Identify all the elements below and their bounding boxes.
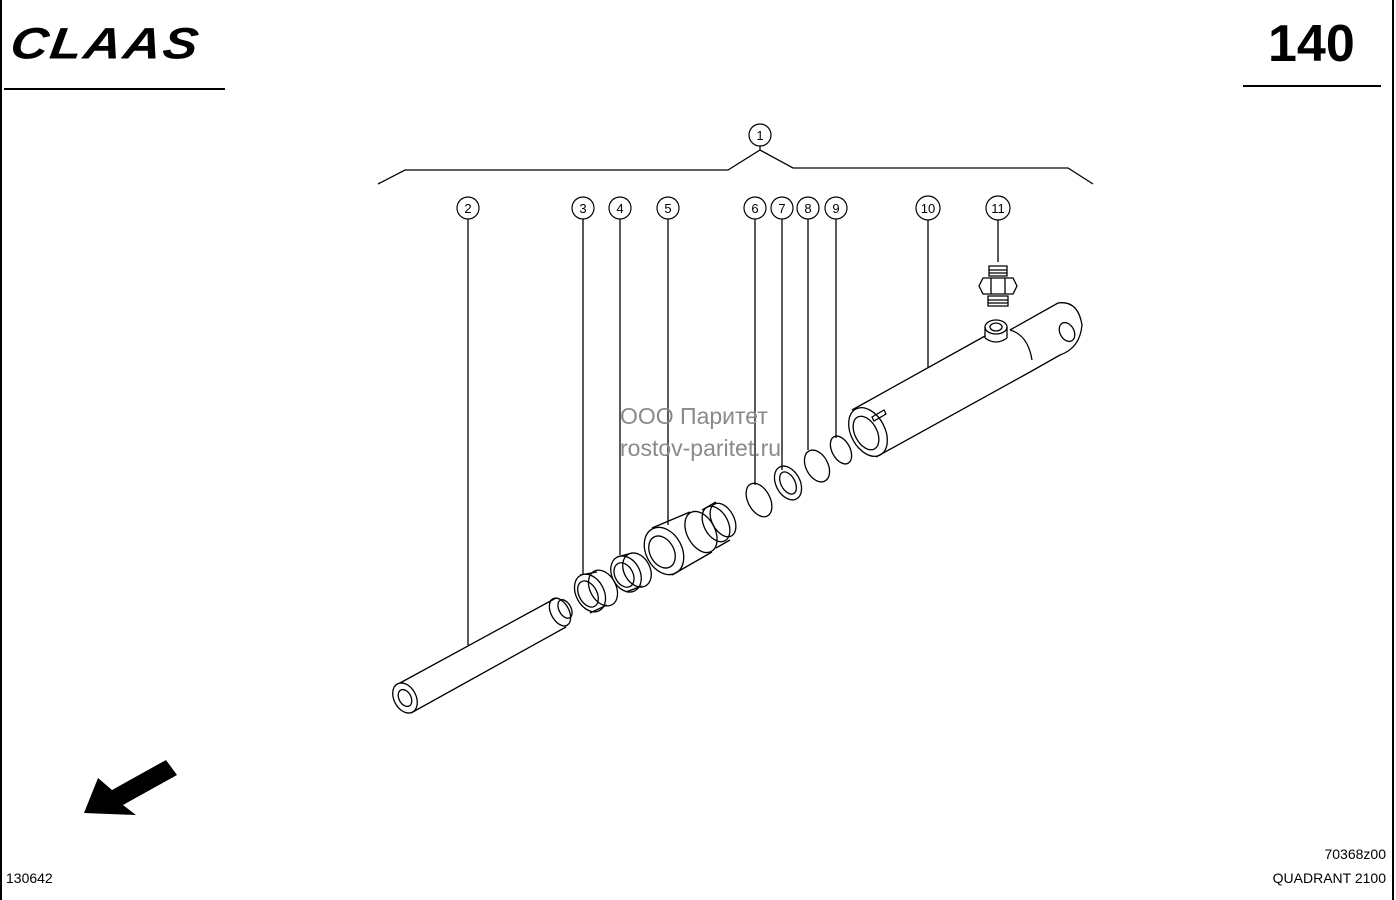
logo-underline bbox=[4, 88, 225, 90]
frame-right-border bbox=[1392, 0, 1394, 900]
arrow-down-left-icon bbox=[84, 760, 177, 815]
callout-label-2: 2 bbox=[464, 201, 471, 216]
callout-circle-3 bbox=[571, 196, 595, 220]
callout-label-1: 1 bbox=[756, 128, 763, 143]
page-number-underline bbox=[1243, 85, 1381, 87]
diagram-code: 70368z00 bbox=[1324, 846, 1386, 862]
callout-label-4: 4 bbox=[616, 201, 623, 216]
seal-part-7 bbox=[773, 465, 803, 501]
callout-circle-11 bbox=[985, 195, 1011, 221]
callout-label-11: 11 bbox=[991, 201, 1005, 216]
drawing-number: 130642 bbox=[6, 870, 53, 886]
callout-label-7: 7 bbox=[778, 201, 785, 216]
ring-part-3 bbox=[573, 569, 619, 614]
callout-circle-9 bbox=[824, 196, 848, 220]
watermark-company: ООО Паритет bbox=[620, 403, 768, 429]
o-ring-part-9 bbox=[829, 435, 853, 465]
o-ring-part-6 bbox=[745, 482, 773, 518]
o-ring-part-8 bbox=[803, 449, 831, 483]
callout-label-5: 5 bbox=[664, 201, 671, 216]
model-name: QUADRANT 2100 bbox=[1272, 870, 1386, 886]
page-number: 140 bbox=[1268, 15, 1355, 73]
callout-circle-5 bbox=[656, 196, 680, 220]
watermark-url: rostov-paritet.ru bbox=[620, 435, 782, 461]
callout-circle-4 bbox=[608, 196, 632, 220]
callout-circle-8 bbox=[796, 196, 820, 220]
assembly-bracket bbox=[377, 149, 1094, 185]
callout-circle-7 bbox=[770, 196, 794, 220]
callout-label-3: 3 bbox=[579, 201, 586, 216]
watermark: ООО Паритет rostov-paritet.ru bbox=[620, 400, 781, 464]
callout-circle-2 bbox=[456, 196, 480, 220]
hydraulic-fitting-part bbox=[978, 265, 1018, 307]
cylinder-tube-part bbox=[848, 302, 1083, 458]
callout-label-9: 9 bbox=[832, 201, 839, 216]
callout-circle-6 bbox=[743, 196, 767, 220]
callout-circle-10 bbox=[915, 195, 941, 221]
callout-circle-1 bbox=[748, 123, 772, 147]
callout-label-6: 6 bbox=[751, 201, 758, 216]
piston-part bbox=[643, 501, 737, 576]
ring-part-4 bbox=[610, 552, 652, 593]
piston-rod-part bbox=[392, 597, 573, 714]
callout-label-8: 8 bbox=[804, 201, 811, 216]
callout-label-10: 10 bbox=[921, 201, 935, 216]
frame-left-border bbox=[0, 0, 2, 900]
